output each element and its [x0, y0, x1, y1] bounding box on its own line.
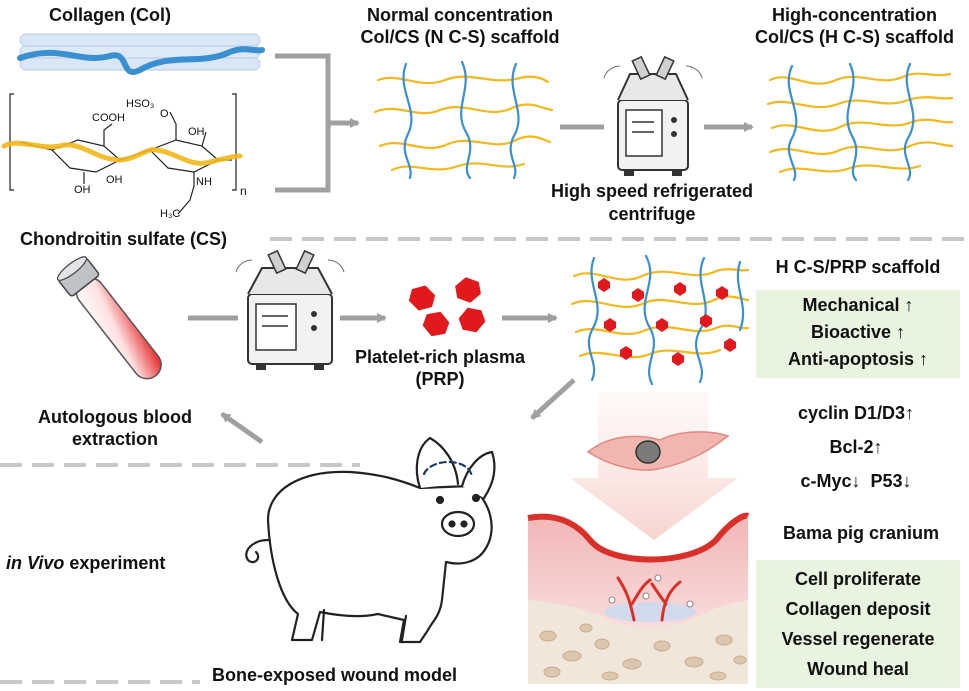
chem-nh: NH — [196, 176, 212, 188]
property-bioactive: Bioactive ↑ — [810, 322, 906, 342]
collagen-label: Collagen (Col) — [49, 5, 171, 25]
prp-platelets-icon — [408, 277, 486, 337]
wound-tissue-icon — [527, 512, 750, 684]
normal-scaffold-network — [373, 60, 554, 180]
high-scaffold-network — [766, 62, 954, 182]
blood-label-line2: extraction — [71, 429, 159, 449]
outcome-collagen-deposit: Collagen deposit — [785, 599, 931, 619]
outcome-wound-heal: Wound heal — [807, 659, 909, 679]
chem-cooh: COOH — [92, 112, 125, 124]
marker-cyclin: cyclin D1/D3↑ — [797, 403, 915, 423]
normal-scaffold-title-line2: Col/CS (N C-S) scaffold — [360, 27, 560, 47]
scaffold-platelets — [598, 278, 736, 366]
outcome-vessel-regenerate: Vessel regenerate — [781, 629, 935, 649]
centrifuge-label-line2: centrifuge — [608, 204, 696, 224]
chem-ch3: H₃C — [160, 208, 181, 220]
pig-icon — [245, 436, 496, 644]
marker-bcl2: Bcl-2↑ — [829, 437, 883, 457]
centrifuge-top-icon — [603, 55, 703, 176]
cs-backbone-highlight — [1, 140, 243, 166]
arrow-pig-to-blood — [220, 411, 264, 445]
chem-oh-1: OH — [188, 126, 205, 138]
prp-label-line2: (PRP) — [415, 369, 465, 389]
scaffold-properties-box: Mechanical ↑ Bioactive ↑ Anti-apoptosis … — [756, 290, 960, 378]
chem-oh-2: OH — [106, 174, 123, 186]
outcome-cell-proliferate: Cell proliferate — [794, 569, 922, 589]
merge-bracket — [275, 53, 360, 193]
chem-n: n — [240, 184, 247, 198]
cs-label: Chondroitin sulfate (CS) — [20, 229, 227, 249]
property-mechanical: Mechanical ↑ — [802, 295, 914, 315]
chem-hso3: HSO₃ — [126, 98, 155, 110]
outcomes-box: Cell proliferate Collagen deposit Vessel… — [756, 560, 960, 688]
cranium-title: Bama pig cranium — [782, 523, 940, 543]
centrifuge-label-line1: High speed refrigerated — [550, 181, 754, 201]
in-vivo-label: in Vivo experiment — [6, 552, 165, 574]
centrifuge-middle-icon — [235, 249, 345, 370]
blood-label-line1: Autologous blood — [38, 407, 192, 427]
collagen-fibril-icon — [17, 33, 265, 75]
cell-icon — [586, 431, 730, 471]
high-scaffold-title-line1: High-concentration — [772, 5, 937, 25]
normal-scaffold-title-line1: Normal concentration — [366, 5, 554, 25]
chem-oh-3: OH — [74, 184, 91, 196]
in-vivo-rest: experiment — [64, 553, 166, 573]
blood-tube-icon — [56, 256, 162, 380]
chem-o: O — [160, 108, 169, 120]
prp-scaffold-title: H C-S/PRP scaffold — [775, 257, 941, 277]
arrow-scaffold-to-pig — [530, 378, 576, 420]
in-vivo-italic: in Vivo — [6, 553, 65, 573]
high-scaffold-title-line2: Col/CS (H C-S) scaffold — [754, 27, 954, 47]
wound-model-label: Bone-exposed wound model — [212, 665, 458, 685]
property-anti-apoptosis: Anti-apoptosis ↑ — [788, 349, 928, 369]
prp-scaffold-network — [570, 254, 750, 386]
prp-label-line1: Platelet-rich plasma — [354, 347, 526, 367]
marker-cmyc-p53: c-Myc↓ P53↓ — [800, 471, 912, 491]
